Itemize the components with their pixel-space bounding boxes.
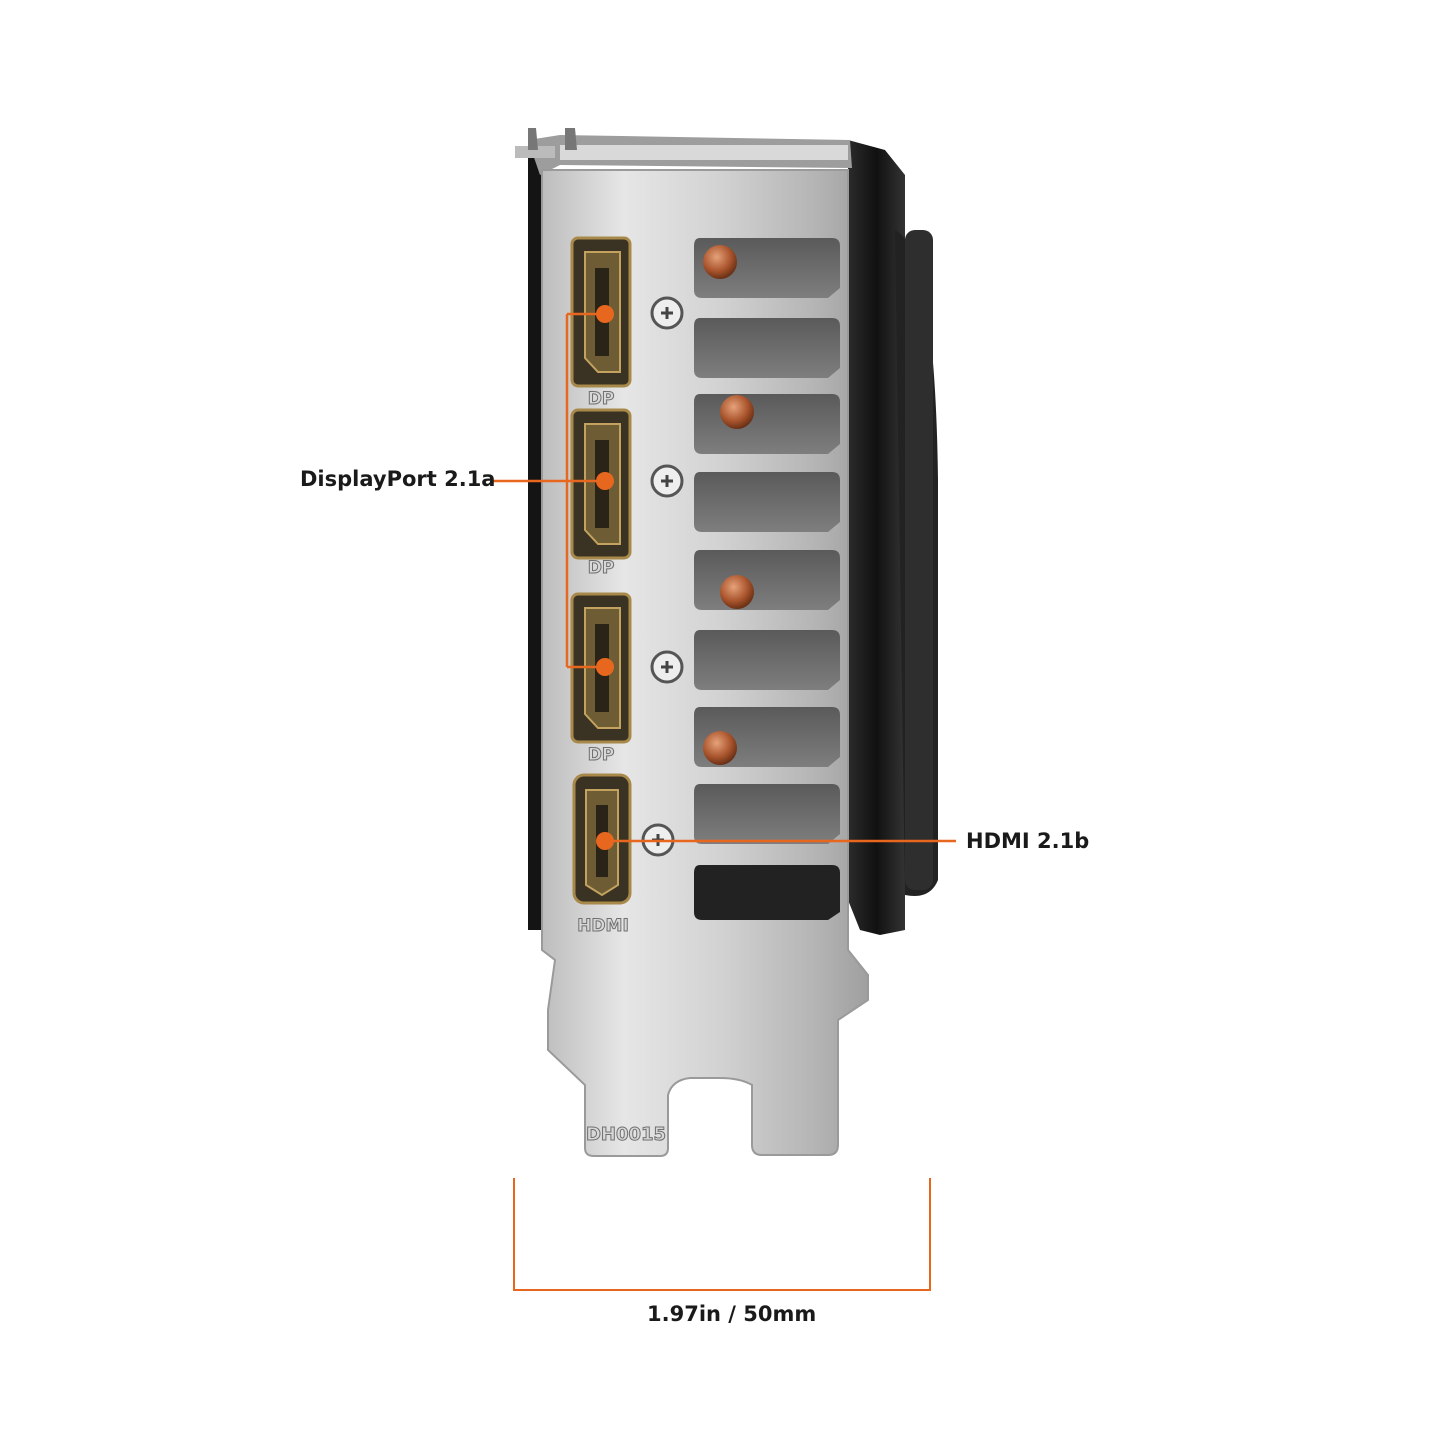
screws (641, 296, 684, 857)
bracket-top-lip (515, 128, 852, 175)
width-dimension-label: 1.97in / 50mm (647, 1302, 817, 1326)
hdmi-callout-label: HDMI 2.1b (966, 829, 1090, 853)
displayport-callout-label: DisplayPort 2.1a (300, 467, 496, 491)
bracket-stamp: DH0015 (586, 1124, 666, 1145)
dimension-line (513, 1178, 931, 1291)
callout-lines (492, 312, 956, 843)
shroud (528, 140, 938, 935)
port-label-dp-1: DP (588, 389, 615, 409)
heatpipes (703, 245, 754, 765)
port-label-dp-3: DP (588, 745, 615, 765)
callout-dots (596, 305, 614, 850)
vent-slots (694, 238, 840, 920)
port-label-dp-2: DP (588, 558, 615, 578)
port-label-hdmi: HDMI (577, 916, 629, 936)
